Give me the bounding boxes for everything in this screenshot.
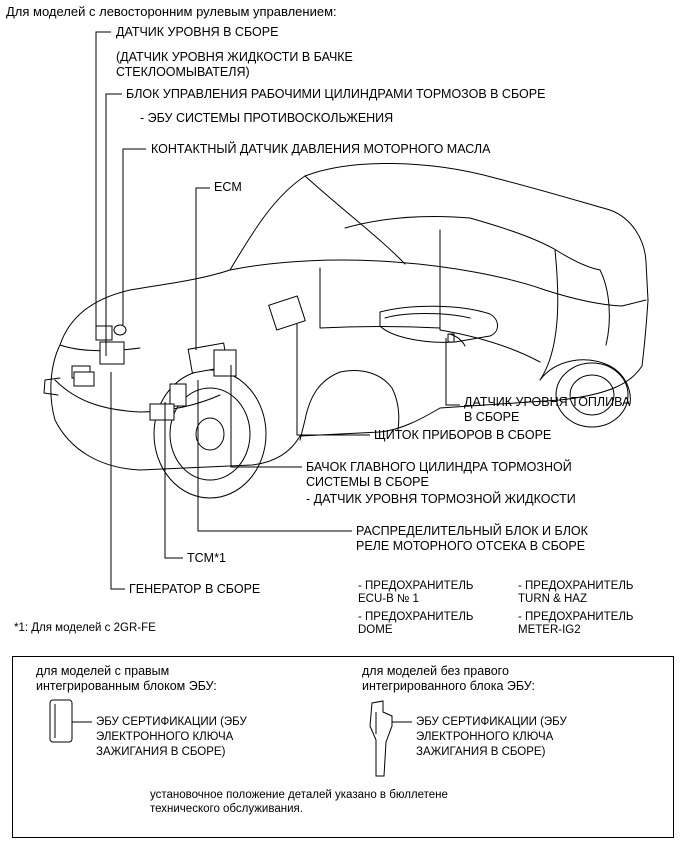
- label-master-cylinder-2: СИСТЕМЫ В СБОРЕ: [306, 475, 429, 489]
- fuse-meter-ig2-b: METER-IG2: [518, 624, 581, 636]
- fuse-meter-ig2-a: - ПРЕДОХРАНИТЕЛЬ: [518, 611, 634, 623]
- label-brake-actuator: БЛОК УПРАВЛЕНИЯ РАБОЧИМИ ЦИЛИНДРАМИ ТОРМ…: [126, 87, 546, 101]
- component-shapes: [71, 295, 306, 421]
- label-relay-block-1: РАСПРЕДЕЛИТЕЛЬНЫЙ БЛОК И БЛОК: [356, 524, 588, 538]
- leader-lines: [95, 31, 460, 590]
- fuse-dome-b: DOME: [358, 624, 393, 636]
- label-master-cylinder-1: БАЧОК ГЛАВНОГО ЦИЛИНДРА ТОРМОЗНОЙ: [306, 460, 572, 474]
- box-right-title-2: интегрированного блока ЭБУ:: [362, 679, 535, 693]
- fuse-ecu-b-1-a: - ПРЕДОХРАНИТЕЛЬ: [358, 580, 474, 592]
- label-ecm: ECM: [214, 180, 242, 194]
- box-right-title-1: для моделей без правого: [362, 664, 509, 678]
- label-oil-pressure: КОНТАКТНЫЙ ДАТЧИК ДАВЛЕНИЯ МОТОРНОГО МАС…: [151, 142, 491, 156]
- label-relay-block-2: РЕЛЕ МОТОРНОГО ОТСЕКА В СБОРЕ: [356, 539, 586, 553]
- label-generator: ГЕНЕРАТОР В СБОРЕ: [129, 582, 261, 596]
- box-parts: [49, 699, 412, 777]
- box-left-title-2: интегрированным блоком ЭБУ:: [36, 679, 217, 693]
- label-brake-actuator-sub: - ЭБУ СИСТЕМЫ ПРОТИВОСКОЛЬЖЕНИЯ: [140, 111, 394, 125]
- label-fuel-sensor-2: В СБОРЕ: [464, 410, 520, 424]
- left-cert-ecu-3: ЗАЖИГАНИЯ В СБОРЕ): [96, 746, 226, 758]
- label-level-sensor-note-1: (ДАТЧИК УРОВНЯ ЖИДКОСТИ В БАЧКЕ: [116, 50, 353, 64]
- box-note-2: технического обслуживания.: [150, 803, 303, 815]
- label-combination-meter: ЩИТОК ПРИБОРОВ В СБОРЕ: [374, 428, 552, 442]
- box-note-1: установочное положение деталей указано в…: [150, 789, 448, 801]
- label-master-cylinder-sub: - ДАТЧИК УРОВНЯ ТОРМОЗНОЙ ЖИДКОСТИ: [306, 492, 576, 506]
- fuse-turn-haz-b: TURN & HAZ: [518, 593, 587, 605]
- fuse-ecu-b-1-b: ECU-B № 1: [358, 593, 419, 605]
- left-cert-ecu-2: ЭЛЕКТРОННОГО КЛЮЧА: [96, 731, 234, 743]
- label-level-sensor: ДАТЧИК УРОВНЯ В СБОРЕ: [116, 25, 279, 39]
- label-tcm: TCM*1: [187, 551, 226, 565]
- right-cert-ecu-1: ЭБУ СЕРТИФИКАЦИИ (ЭБУ: [416, 716, 567, 728]
- right-cert-ecu-2: ЭЛЕКТРОННОГО КЛЮЧА: [416, 731, 554, 743]
- box-left-title-1: для моделей с правым: [36, 664, 170, 678]
- fuse-dome-a: - ПРЕДОХРАНИТЕЛЬ: [358, 611, 474, 623]
- left-cert-ecu-1: ЭБУ СЕРТИФИКАЦИИ (ЭБУ: [96, 716, 247, 728]
- label-level-sensor-note-2: СТЕКЛООМЫВАТЕЛЯ): [116, 65, 250, 79]
- right-cert-ecu-3: ЗАЖИГАНИЯ В СБОРЕ): [416, 746, 546, 758]
- variant-box: [12, 656, 674, 838]
- label-fuel-sensor-1: ДАТЧИК УРОВНЯ ТОПЛИВА: [464, 395, 631, 409]
- page-header: Для моделей с левосторонним рулевым упра…: [6, 4, 337, 19]
- fuse-turn-haz-a: - ПРЕДОХРАНИТЕЛЬ: [518, 580, 634, 592]
- car-outline: [43, 163, 649, 499]
- footnote: *1: Для моделей с 2GR-FE: [14, 622, 156, 634]
